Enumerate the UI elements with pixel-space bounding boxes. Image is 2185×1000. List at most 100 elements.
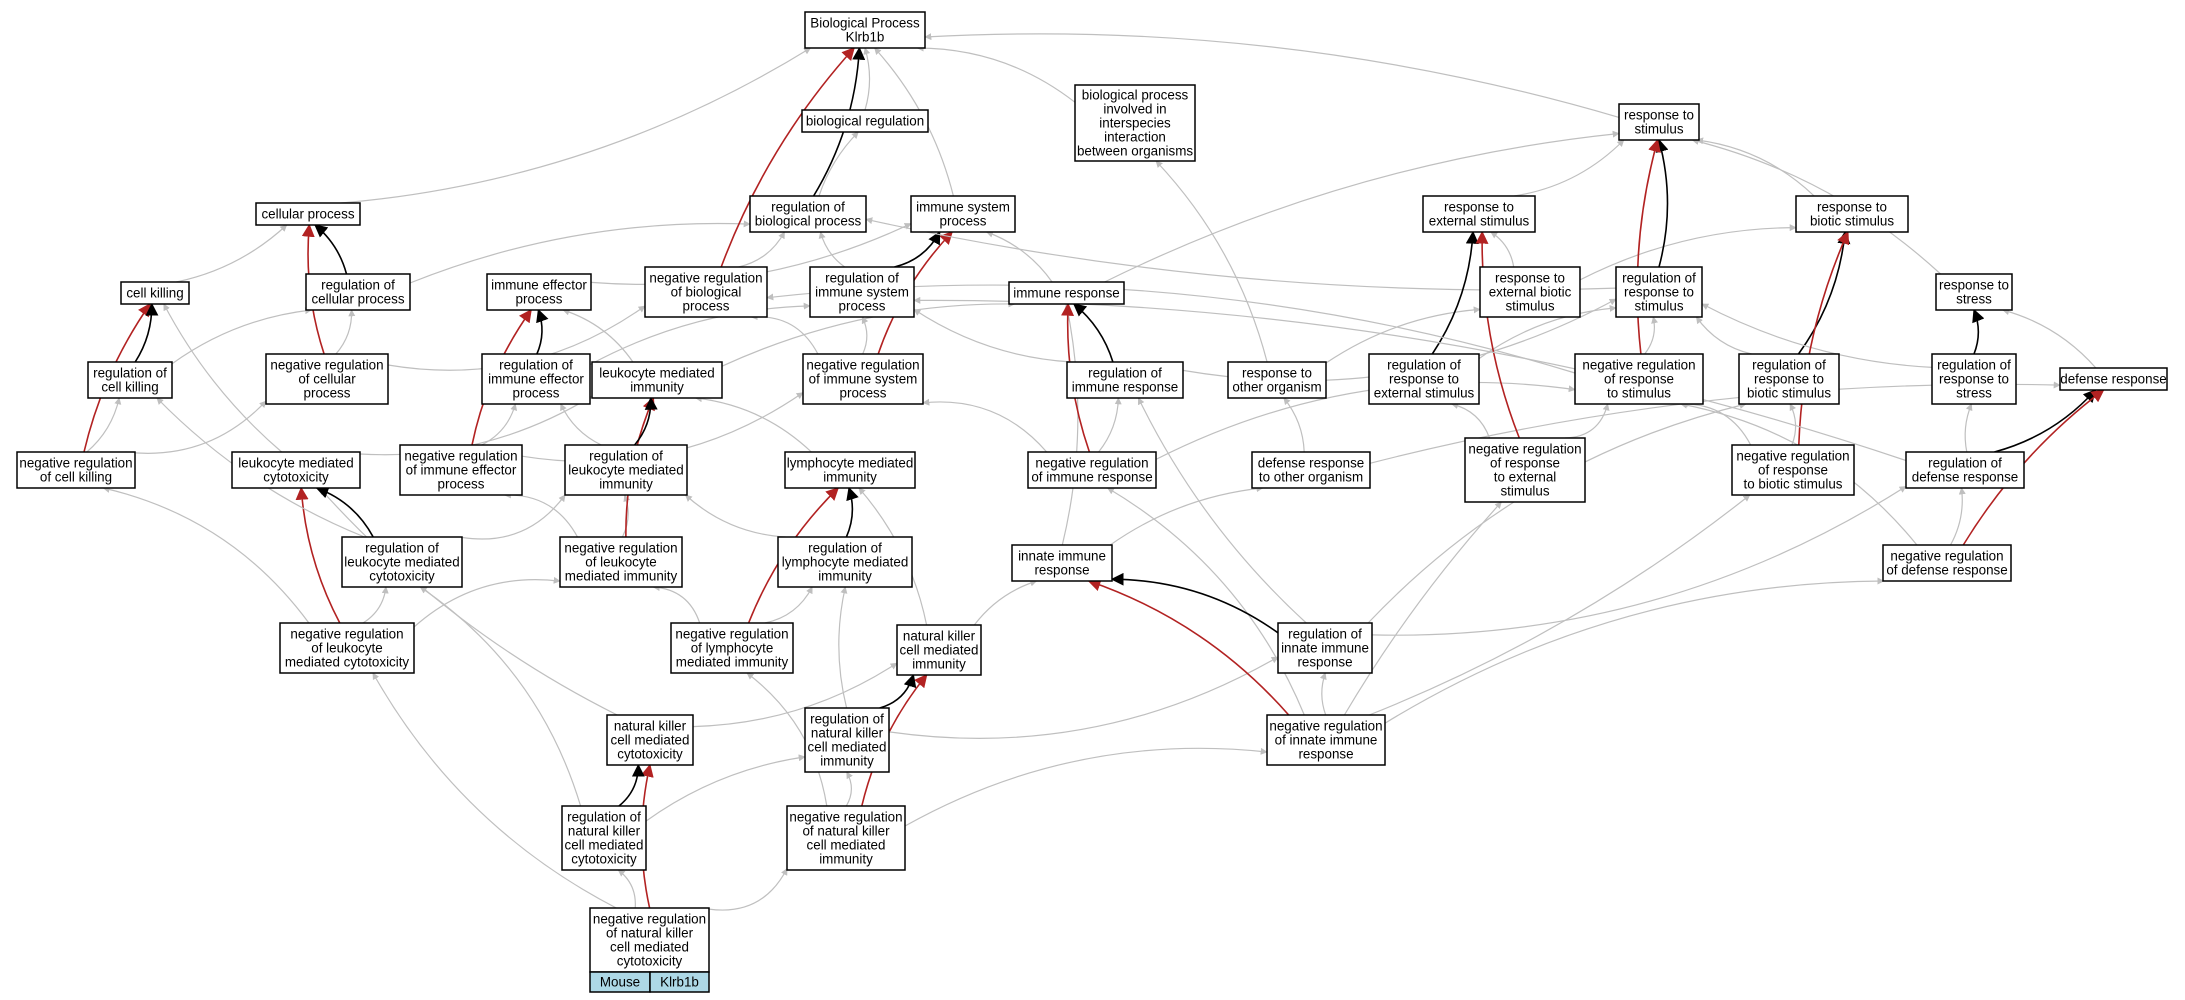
go-term-defresp[interactable]: defense response [2059,367,2168,391]
term-label-line: involved in [1103,102,1166,117]
term-label-line: cytotoxicity [617,747,683,762]
term-label-line: regulation of [810,712,884,727]
term-label-line: cytotoxicity [369,569,435,584]
term-label-line: negative regulation [649,271,762,286]
term-box [801,109,929,133]
term-box [1882,544,2012,582]
edge-is-a-neglymph-to-negleukimm [652,583,701,624]
edge-part-of-regnkimm-to-nkimm [879,673,917,709]
term-box [341,536,463,588]
edge-is-a-neginnate-to-negimmresp [1106,487,1305,716]
term-label-line: external stimulus [1374,386,1475,401]
term-label-line: of response [1758,463,1828,478]
edge-is-a-regleukimm-to-regimmeff [560,403,602,446]
go-term-immresp[interactable]: immune response [1008,281,1125,305]
term-label-line: regulation of [365,541,439,556]
edge-is-a-root-to-negnkimm [708,867,788,911]
term-label-line: negative regulation [404,449,517,464]
term-box [1227,361,1327,399]
term-label-line: immunity [912,657,966,672]
term-label-line: negative regulation [1269,719,1382,734]
term-label-line: negative regulation [789,810,902,825]
term-box [265,353,389,405]
term-box [559,536,683,588]
term-label-line: regulation of [1387,358,1461,373]
term-label-line: cell mediated [610,940,689,955]
go-term-biolreg[interactable]: biological regulation [801,109,929,133]
edge-part-of-regimmsys-to-immsys [894,230,941,268]
term-label-line: regulation of [1928,456,2002,471]
term-box [1905,451,2025,489]
edge-is-a-nkcyto-to-leukcyto [319,487,618,716]
term-label-line: regulation of [1752,358,1826,373]
legend-gene: Klrb1b [660,975,699,990]
term-label-line: response to [1444,200,1514,215]
edge-is-a-neginnate-to-reginnate [1319,672,1327,716]
term-label-line: negative regulation [564,541,677,556]
edge-is-a-otherorg-to-extbiotic [1325,306,1481,364]
term-label-line: natural killer [568,824,641,839]
term-box [120,281,190,305]
term-label-line: other organism [1232,380,1321,395]
edge-part-of-regdef-to-defresp [1994,389,2097,453]
go-term-cellproc[interactable]: cellular process [255,202,361,226]
term-label-line: cell mediated [565,838,644,853]
term-label-line: stimulus [1634,122,1683,137]
term-label-line: of innate immune [1275,733,1378,748]
edge-is-a-negnkimm-to-neglymph [746,672,828,807]
edge-is-a-negnkimm-to-neginnate [904,747,1268,827]
term-label-line: of immune response [1031,470,1152,485]
go-term-cellkill[interactable]: cell killing [120,281,190,305]
